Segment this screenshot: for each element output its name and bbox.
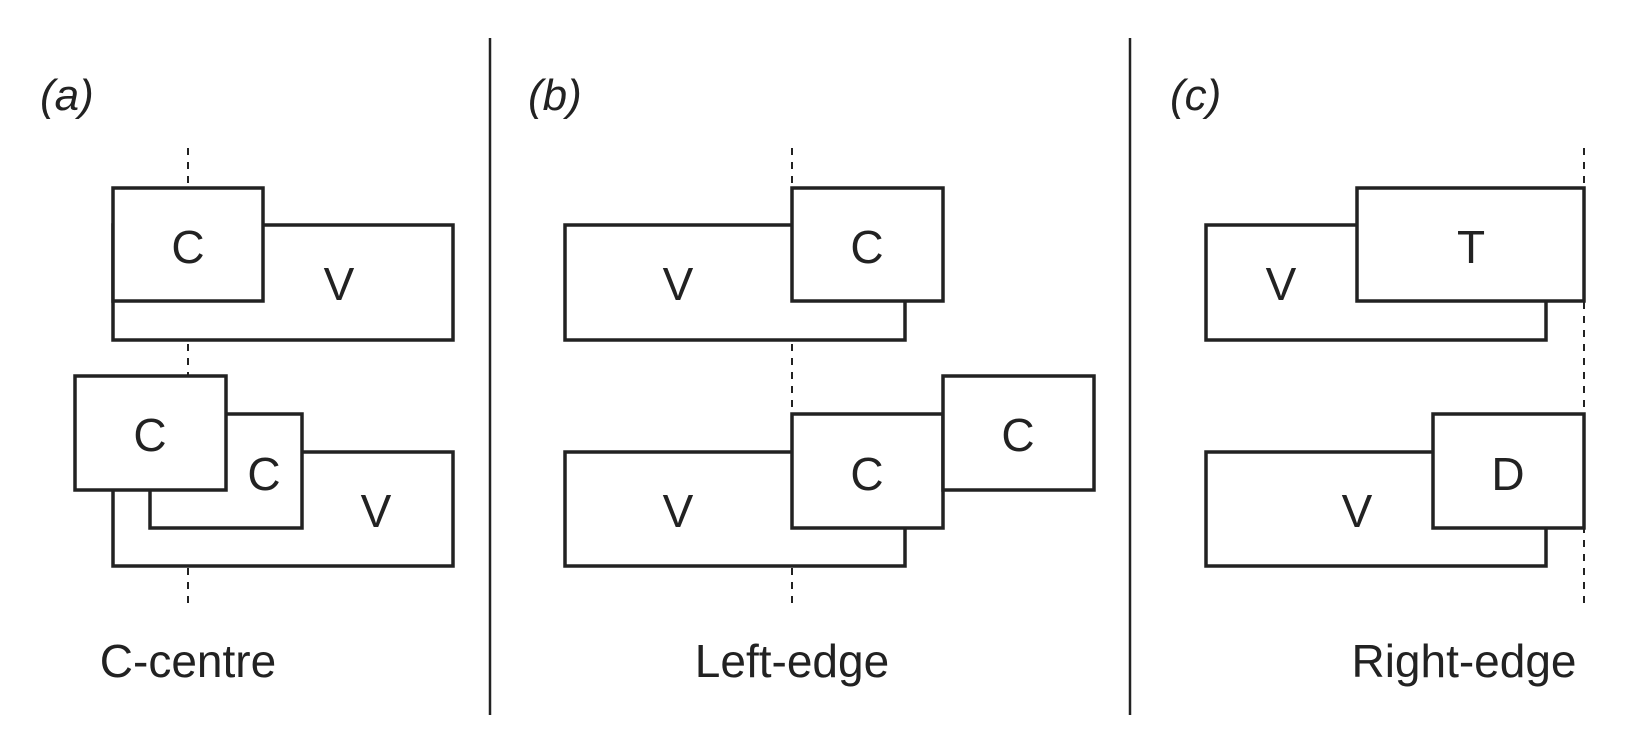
panel-letter: c: [1185, 71, 1207, 120]
box-c: [111, 186, 265, 303]
box-label: C: [133, 409, 166, 461]
panel-caption: C-centre: [100, 635, 276, 687]
box-label: C: [247, 448, 280, 500]
panel-label: (c): [1170, 71, 1221, 120]
panel-label: (a): [40, 71, 94, 120]
box-label: T: [1457, 221, 1485, 273]
panel-caption: Left-edge: [695, 635, 889, 687]
box-c: [73, 374, 228, 492]
box-label: V: [1266, 258, 1297, 310]
panel-label: (b): [528, 71, 582, 120]
box-label: V: [663, 485, 694, 537]
panel-a: (a) V C V C C C-centre: [40, 71, 455, 687]
box-label: V: [324, 258, 355, 310]
box-t: [1355, 186, 1586, 303]
panel-letter: a: [55, 71, 79, 120]
box-label: C: [850, 448, 883, 500]
box-c: [790, 186, 945, 303]
box-label: V: [663, 258, 694, 310]
panel-c: (c) V T V D Right-edge: [1170, 71, 1586, 687]
box-label: C: [1001, 409, 1034, 461]
box-label: D: [1491, 448, 1524, 500]
box-label: C: [850, 221, 883, 273]
panel-b: (b) V C V C C Left-edge: [528, 71, 1096, 687]
box-c: [941, 374, 1096, 492]
box-label: V: [361, 485, 392, 537]
panel-letter: b: [543, 71, 567, 120]
panel-caption: Right-edge: [1351, 635, 1576, 687]
box-label: V: [1342, 485, 1373, 537]
box-d: [1431, 412, 1586, 530]
box-label: C: [171, 221, 204, 273]
